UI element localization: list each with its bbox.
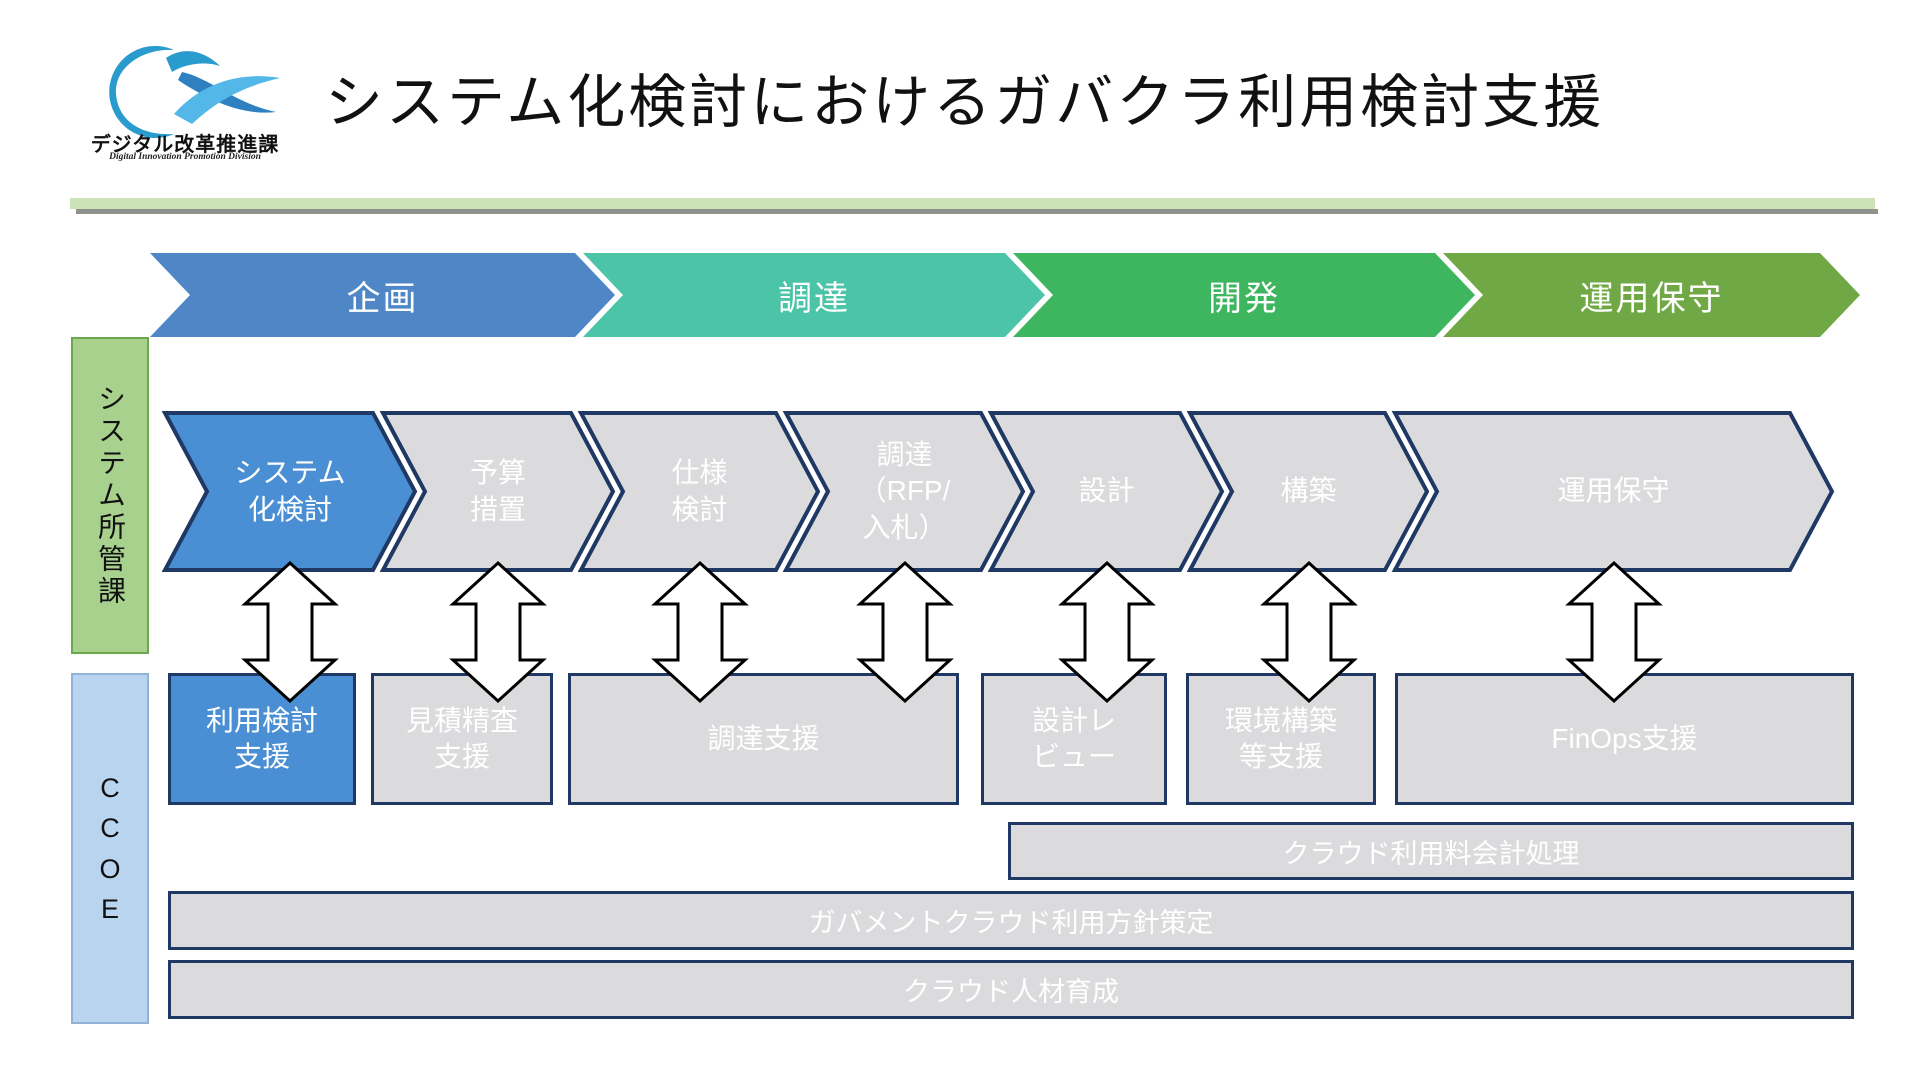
support-box-env-build: 環境構築 等支援 xyxy=(1186,673,1376,805)
support-box-label: 環境構築 等支援 xyxy=(1224,704,1337,772)
support-box-label: FinOps支援 xyxy=(1551,722,1698,754)
page-title: システム化検討におけるガバクラ利用検討支援 xyxy=(325,70,1605,135)
step-label-budget: 予算 措置 xyxy=(469,457,526,525)
support-box-estimate-review: 見積精査 支援 xyxy=(371,673,553,805)
phase-label-procure: 調達 xyxy=(778,279,850,318)
logo-c-swoosh xyxy=(109,45,174,138)
support-box-procurement: 調達支援 xyxy=(568,673,959,805)
support-box-label: 見積精査 支援 xyxy=(405,704,518,772)
phase-label-develop: 開発 xyxy=(1208,279,1280,318)
support-box-usage-study: 利用検討 支援 xyxy=(168,673,356,805)
bar-cloud-billing: クラウド利用料会計処理 xyxy=(1008,822,1854,880)
lane-label-system-owner: システム所管課 xyxy=(71,337,149,654)
bar-govcloud-policy: ガバメントクラウド利用方針策定 xyxy=(168,891,1854,950)
support-box-label: 利用検討 支援 xyxy=(205,704,318,772)
support-box-label: 設計レ ビュー xyxy=(1031,704,1116,772)
step-label-design: 設計 xyxy=(1078,475,1135,507)
logo-x-stroke-up xyxy=(174,76,280,124)
support-box-label: 調達支援 xyxy=(707,722,820,754)
step-label-build: 構築 xyxy=(1280,475,1337,507)
step-label-rfp: 調達 （RFP/ 入札） xyxy=(858,438,951,543)
step-label-system-study: システム 化検討 xyxy=(234,457,346,525)
logo-wave-crest xyxy=(166,51,220,72)
phase-label-operate: 運用保守 xyxy=(1579,279,1724,318)
lane-label-ccoe: C C O E xyxy=(71,673,149,1024)
support-box-finops: FinOps支援 xyxy=(1395,673,1854,805)
bar-cloud-talent: クラウド人材育成 xyxy=(168,960,1854,1019)
cx-wave-logo xyxy=(109,45,280,138)
bar-label: ガバメントクラウド利用方針策定 xyxy=(808,908,1214,938)
step-label-spec: 仕様 検討 xyxy=(671,457,728,525)
bar-label: クラウド人材育成 xyxy=(903,977,1119,1007)
step-label-operate: 運用保守 xyxy=(1557,475,1670,507)
title-divider-shadow xyxy=(76,209,1878,214)
bar-label: クラウド利用料会計処理 xyxy=(1282,838,1580,869)
phase-label-plan: 企画 xyxy=(346,279,419,318)
title-divider-bar xyxy=(70,198,1875,209)
support-box-design-review: 設計レ ビュー xyxy=(981,673,1167,805)
logo-x-stroke-down xyxy=(178,72,276,113)
logo-org-name: デジタル改革推進課 xyxy=(90,134,280,156)
logo-org-name-en: Digital Innovation Promotion Division xyxy=(109,152,261,162)
